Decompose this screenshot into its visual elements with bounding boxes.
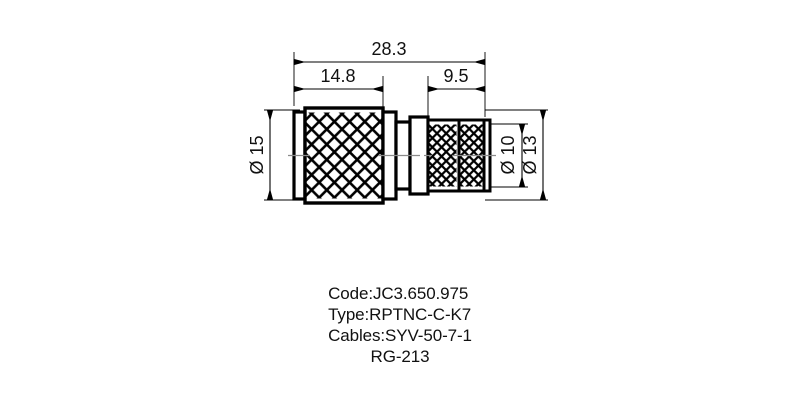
- dimension-diameter-10: Ø 10: [498, 123, 526, 188]
- dimension-28-3-label: 28.3: [371, 39, 406, 59]
- dimension-diameter-15: Ø 15: [247, 109, 274, 201]
- main-knurled-barrel: [303, 106, 385, 205]
- dimension-diameter-13-label: Ø 13: [520, 135, 540, 174]
- dimension-diameter-15-label: Ø 15: [247, 135, 267, 174]
- dimension-9-5: 9.5: [427, 66, 486, 93]
- spec-cable-alt-line: RG-213: [370, 347, 430, 366]
- spec-code-line: Code:JC3.650.975: [328, 284, 469, 303]
- dimension-9-5-label: 9.5: [443, 66, 468, 86]
- specification-text-block: Code:JC3.650.975 Type:RPTNC-C-K7 Cables:…: [0, 283, 800, 367]
- dimension-28-3: 28.3: [293, 39, 486, 66]
- spec-type-line: Type:RPTNC-C-K7: [328, 305, 472, 324]
- dimension-14-8-label: 14.8: [320, 66, 355, 86]
- dimension-diameter-10-label: Ø 10: [498, 135, 518, 174]
- dimension-diameter-13: Ø 13: [520, 109, 547, 201]
- spec-cables-line: Cables:SYV-50-7-1: [328, 326, 472, 345]
- dimension-14-8: 14.8: [293, 66, 384, 93]
